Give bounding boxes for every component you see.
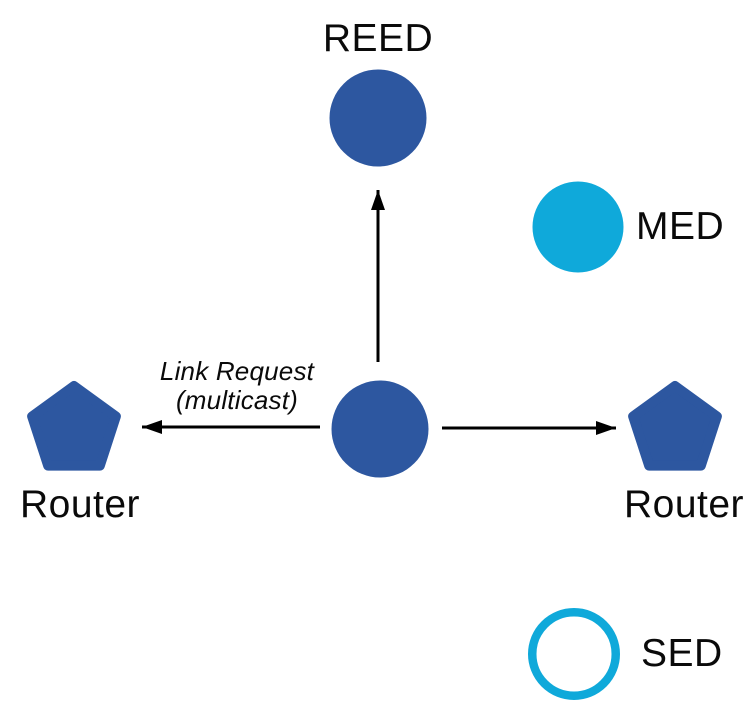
router-left-pentagon-icon [27, 381, 121, 471]
router-left-label: Router [19, 483, 141, 526]
med-node-icon [532, 181, 624, 273]
reed-node-label: REED [322, 17, 434, 60]
router-right-pentagon-icon [628, 381, 722, 471]
sed-node-icon [528, 608, 620, 700]
med-node-label: MED [636, 205, 725, 248]
reed-node-icon [329, 69, 427, 167]
link-request-annotation-line2: (multicast) [175, 385, 299, 415]
link-request-annotation: Link Request (multicast) [142, 357, 332, 415]
center-node-icon [331, 380, 429, 478]
router-right-label: Router [623, 483, 745, 526]
sed-node-label: SED [641, 632, 723, 675]
link-request-annotation-line1: Link Request [159, 356, 315, 386]
